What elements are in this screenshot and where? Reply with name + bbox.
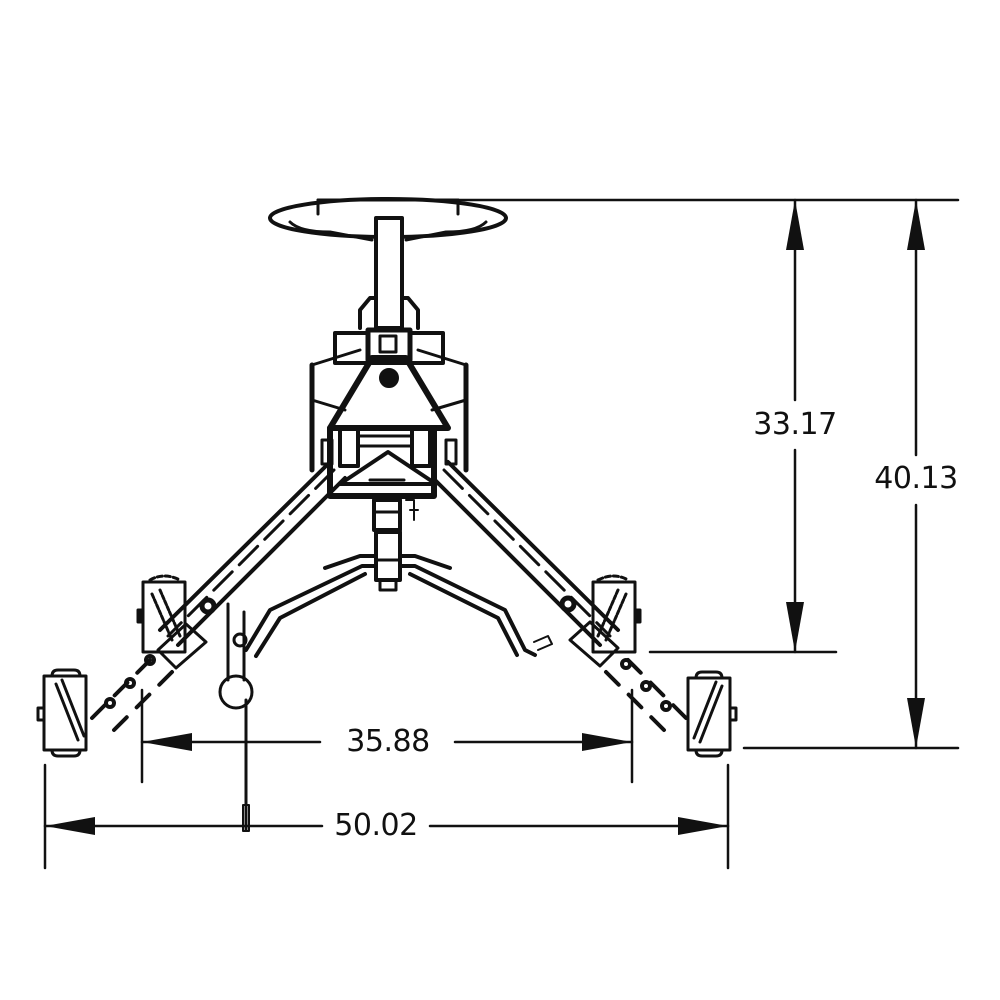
dimension-height-upper: 33.17 (749, 408, 841, 442)
right-upper-caster (591, 574, 642, 654)
dimension-width-overall: 50.02 (330, 809, 422, 843)
dimension-lines (43, 198, 960, 870)
right-leg (431, 460, 690, 734)
left-leg (88, 460, 347, 734)
hub-housing (309, 296, 469, 499)
left-upper-caster (136, 574, 187, 654)
left-lower-caster (36, 668, 88, 758)
crank-handle (218, 602, 254, 832)
dimension-height-overall: 40.13 (870, 462, 962, 496)
right-lower-caster (686, 670, 738, 758)
brace-bar (244, 554, 553, 658)
vertical-shaft (374, 216, 404, 330)
dimension-width-inner: 35.88 (342, 725, 434, 759)
